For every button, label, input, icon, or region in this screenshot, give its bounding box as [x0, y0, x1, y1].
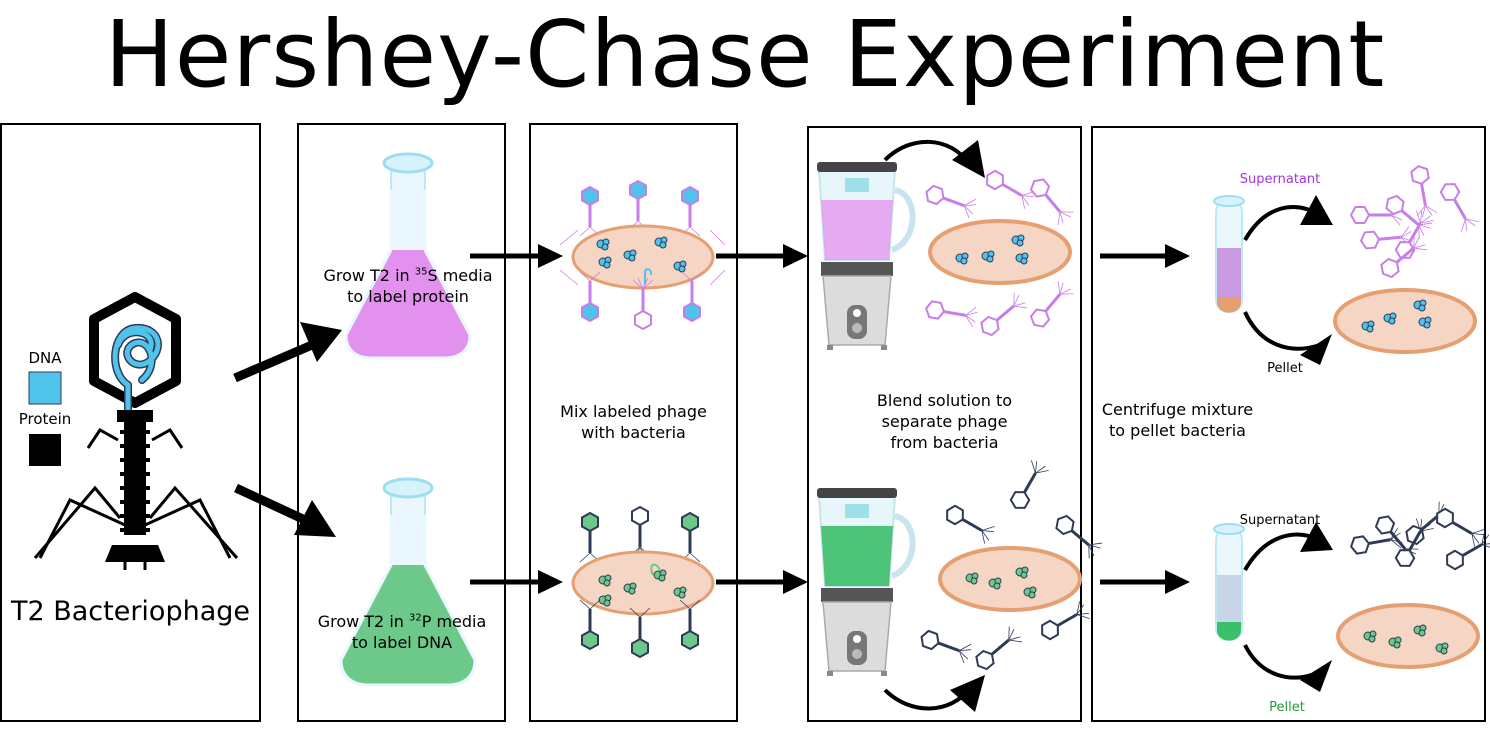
legend-label-dna: DNA — [28, 349, 62, 367]
protein-media-label: Grow T2 in 35S media to label protein — [298, 265, 518, 307]
supernatant-label-bottom: Supernatant — [1239, 513, 1321, 528]
protein-media-pre: Grow T2 in — [323, 266, 415, 285]
dna-media-post: P media — [421, 612, 487, 631]
blend-label: Blend solution to separate phage from ba… — [808, 390, 1081, 453]
mix-label-line1: Mix labeled phage — [560, 402, 707, 421]
flask-protein — [344, 152, 472, 360]
legend-swatch-dna — [28, 371, 62, 405]
phage-label: T2 Bacteriophage — [10, 596, 251, 627]
isotope-32: 32 — [408, 612, 422, 624]
mix-label: Mix labeled phage with bacteria — [530, 401, 737, 443]
centrifuge-label-line2: to pellet bacteria — [1109, 421, 1246, 440]
blend-label-line1: Blend solution to — [876, 391, 1013, 410]
tube-dna — [1213, 499, 1490, 692]
dna-media-pre: Grow T2 in — [317, 612, 409, 631]
supernatant-label-top: Supernatant — [1239, 172, 1321, 187]
t2-phage-drawing — [33, 292, 239, 570]
centrifuge-label: Centrifuge mixture to pellet bacteria — [1080, 399, 1275, 441]
flask-dna — [339, 477, 477, 687]
dna-media-label: Grow T2 in 32P media to label DNA — [292, 611, 512, 653]
page-title: Hershey-Chase Experiment — [104, 1, 1386, 108]
mix-protein — [559, 180, 726, 330]
blender-protein — [817, 139, 1076, 350]
legend-swatch-protein — [29, 434, 61, 466]
mix-label-line2: with bacteria — [581, 423, 686, 442]
tube-protein — [1213, 163, 1481, 365]
blend-label-line2: separate phage — [881, 412, 1008, 431]
pellet-label-top: Pellet — [1267, 361, 1303, 376]
pellet-label-bottom: Pellet — [1269, 700, 1305, 715]
legend-label-protein: Protein — [18, 410, 72, 428]
panel-frames — [0, 123, 1486, 722]
legend — [28, 371, 62, 466]
protein-media-post: S media — [427, 266, 493, 285]
arrows — [233, 244, 1190, 594]
blender-dna — [817, 457, 1105, 712]
blend-label-line3: from bacteria — [890, 433, 999, 452]
dna-media-line2: to label DNA — [351, 633, 453, 652]
protein-media-line2: to label protein — [347, 287, 469, 306]
centrifuge-label-line1: Centrifuge mixture — [1101, 400, 1254, 419]
mix-dna — [571, 506, 715, 658]
isotope-35: 35 — [414, 266, 428, 278]
